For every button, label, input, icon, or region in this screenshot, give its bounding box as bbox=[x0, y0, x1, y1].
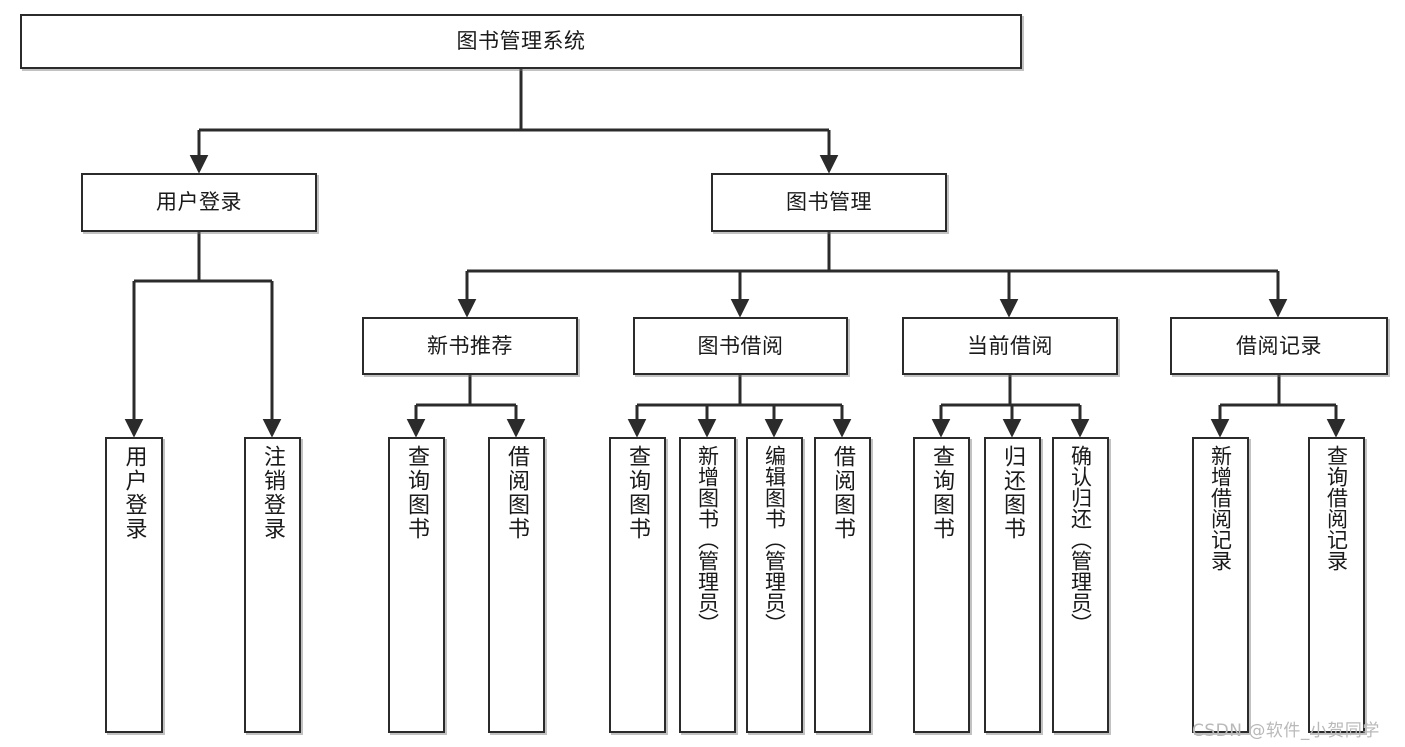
node-leaf-query-book-1[interactable]: 查询图书 bbox=[388, 437, 445, 733]
node-root[interactable]: 图书管理系统 bbox=[20, 14, 1022, 69]
node-root-label: 图书管理系统 bbox=[456, 29, 586, 54]
csdn-watermark: CSDN @软件_小贺同学 bbox=[1192, 721, 1380, 741]
node-book-borrow[interactable]: 图书借阅 bbox=[633, 317, 848, 375]
node-leaf-edit-book[interactable]: 编辑图书（管理员） bbox=[746, 437, 803, 733]
node-new-book-recommend-label: 新书推荐 bbox=[427, 333, 513, 358]
node-borrow-record[interactable]: 借阅记录 bbox=[1170, 317, 1388, 375]
node-leaf-add-record-label: 新增借阅记录 bbox=[1208, 445, 1233, 571]
node-borrow-record-label: 借阅记录 bbox=[1236, 333, 1322, 358]
node-leaf-user-login-label: 用户登录 bbox=[121, 445, 147, 541]
node-leaf-logout[interactable]: 注销登录 bbox=[244, 437, 301, 733]
node-book-manage-label: 图书管理 bbox=[786, 190, 872, 215]
node-leaf-add-book-label: 新增图书（管理员） bbox=[695, 445, 720, 634]
node-leaf-logout-label: 注销登录 bbox=[260, 445, 286, 541]
node-leaf-borrow-book-1[interactable]: 借阅图书 bbox=[488, 437, 545, 733]
node-book-borrow-label: 图书借阅 bbox=[697, 333, 784, 358]
node-leaf-query-book-1-label: 查询图书 bbox=[404, 445, 430, 541]
node-current-borrow[interactable]: 当前借阅 bbox=[902, 317, 1118, 375]
node-new-book-recommend[interactable]: 新书推荐 bbox=[362, 317, 578, 375]
node-leaf-user-login[interactable]: 用户登录 bbox=[105, 437, 163, 733]
node-user-login-label: 用户登录 bbox=[156, 190, 242, 215]
node-current-borrow-label: 当前借阅 bbox=[967, 333, 1053, 358]
node-user-login[interactable]: 用户登录 bbox=[81, 173, 317, 232]
node-leaf-query-book-3-label: 查询图书 bbox=[929, 445, 955, 541]
node-leaf-borrow-book-2[interactable]: 借阅图书 bbox=[814, 437, 871, 733]
node-leaf-query-book-3[interactable]: 查询图书 bbox=[913, 437, 970, 733]
node-leaf-borrow-book-1-label: 借阅图书 bbox=[504, 445, 530, 541]
node-leaf-borrow-book-2-label: 借阅图书 bbox=[830, 445, 856, 541]
node-leaf-confirm-return-label: 确认归还（管理员） bbox=[1068, 445, 1093, 634]
node-leaf-add-book[interactable]: 新增图书（管理员） bbox=[679, 437, 736, 733]
node-leaf-query-book-2-label: 查询图书 bbox=[625, 445, 651, 541]
node-leaf-query-record-label: 查询借阅记录 bbox=[1324, 445, 1349, 571]
node-leaf-add-record[interactable]: 新增借阅记录 bbox=[1192, 437, 1249, 733]
node-leaf-query-record[interactable]: 查询借阅记录 bbox=[1308, 437, 1365, 733]
node-leaf-return-book[interactable]: 归还图书 bbox=[984, 437, 1041, 733]
node-leaf-edit-book-label: 编辑图书（管理员） bbox=[762, 445, 787, 634]
node-leaf-return-book-label: 归还图书 bbox=[1000, 445, 1026, 541]
node-leaf-query-book-2[interactable]: 查询图书 bbox=[609, 437, 666, 733]
node-leaf-confirm-return[interactable]: 确认归还（管理员） bbox=[1052, 437, 1109, 733]
node-book-manage[interactable]: 图书管理 bbox=[711, 173, 947, 232]
